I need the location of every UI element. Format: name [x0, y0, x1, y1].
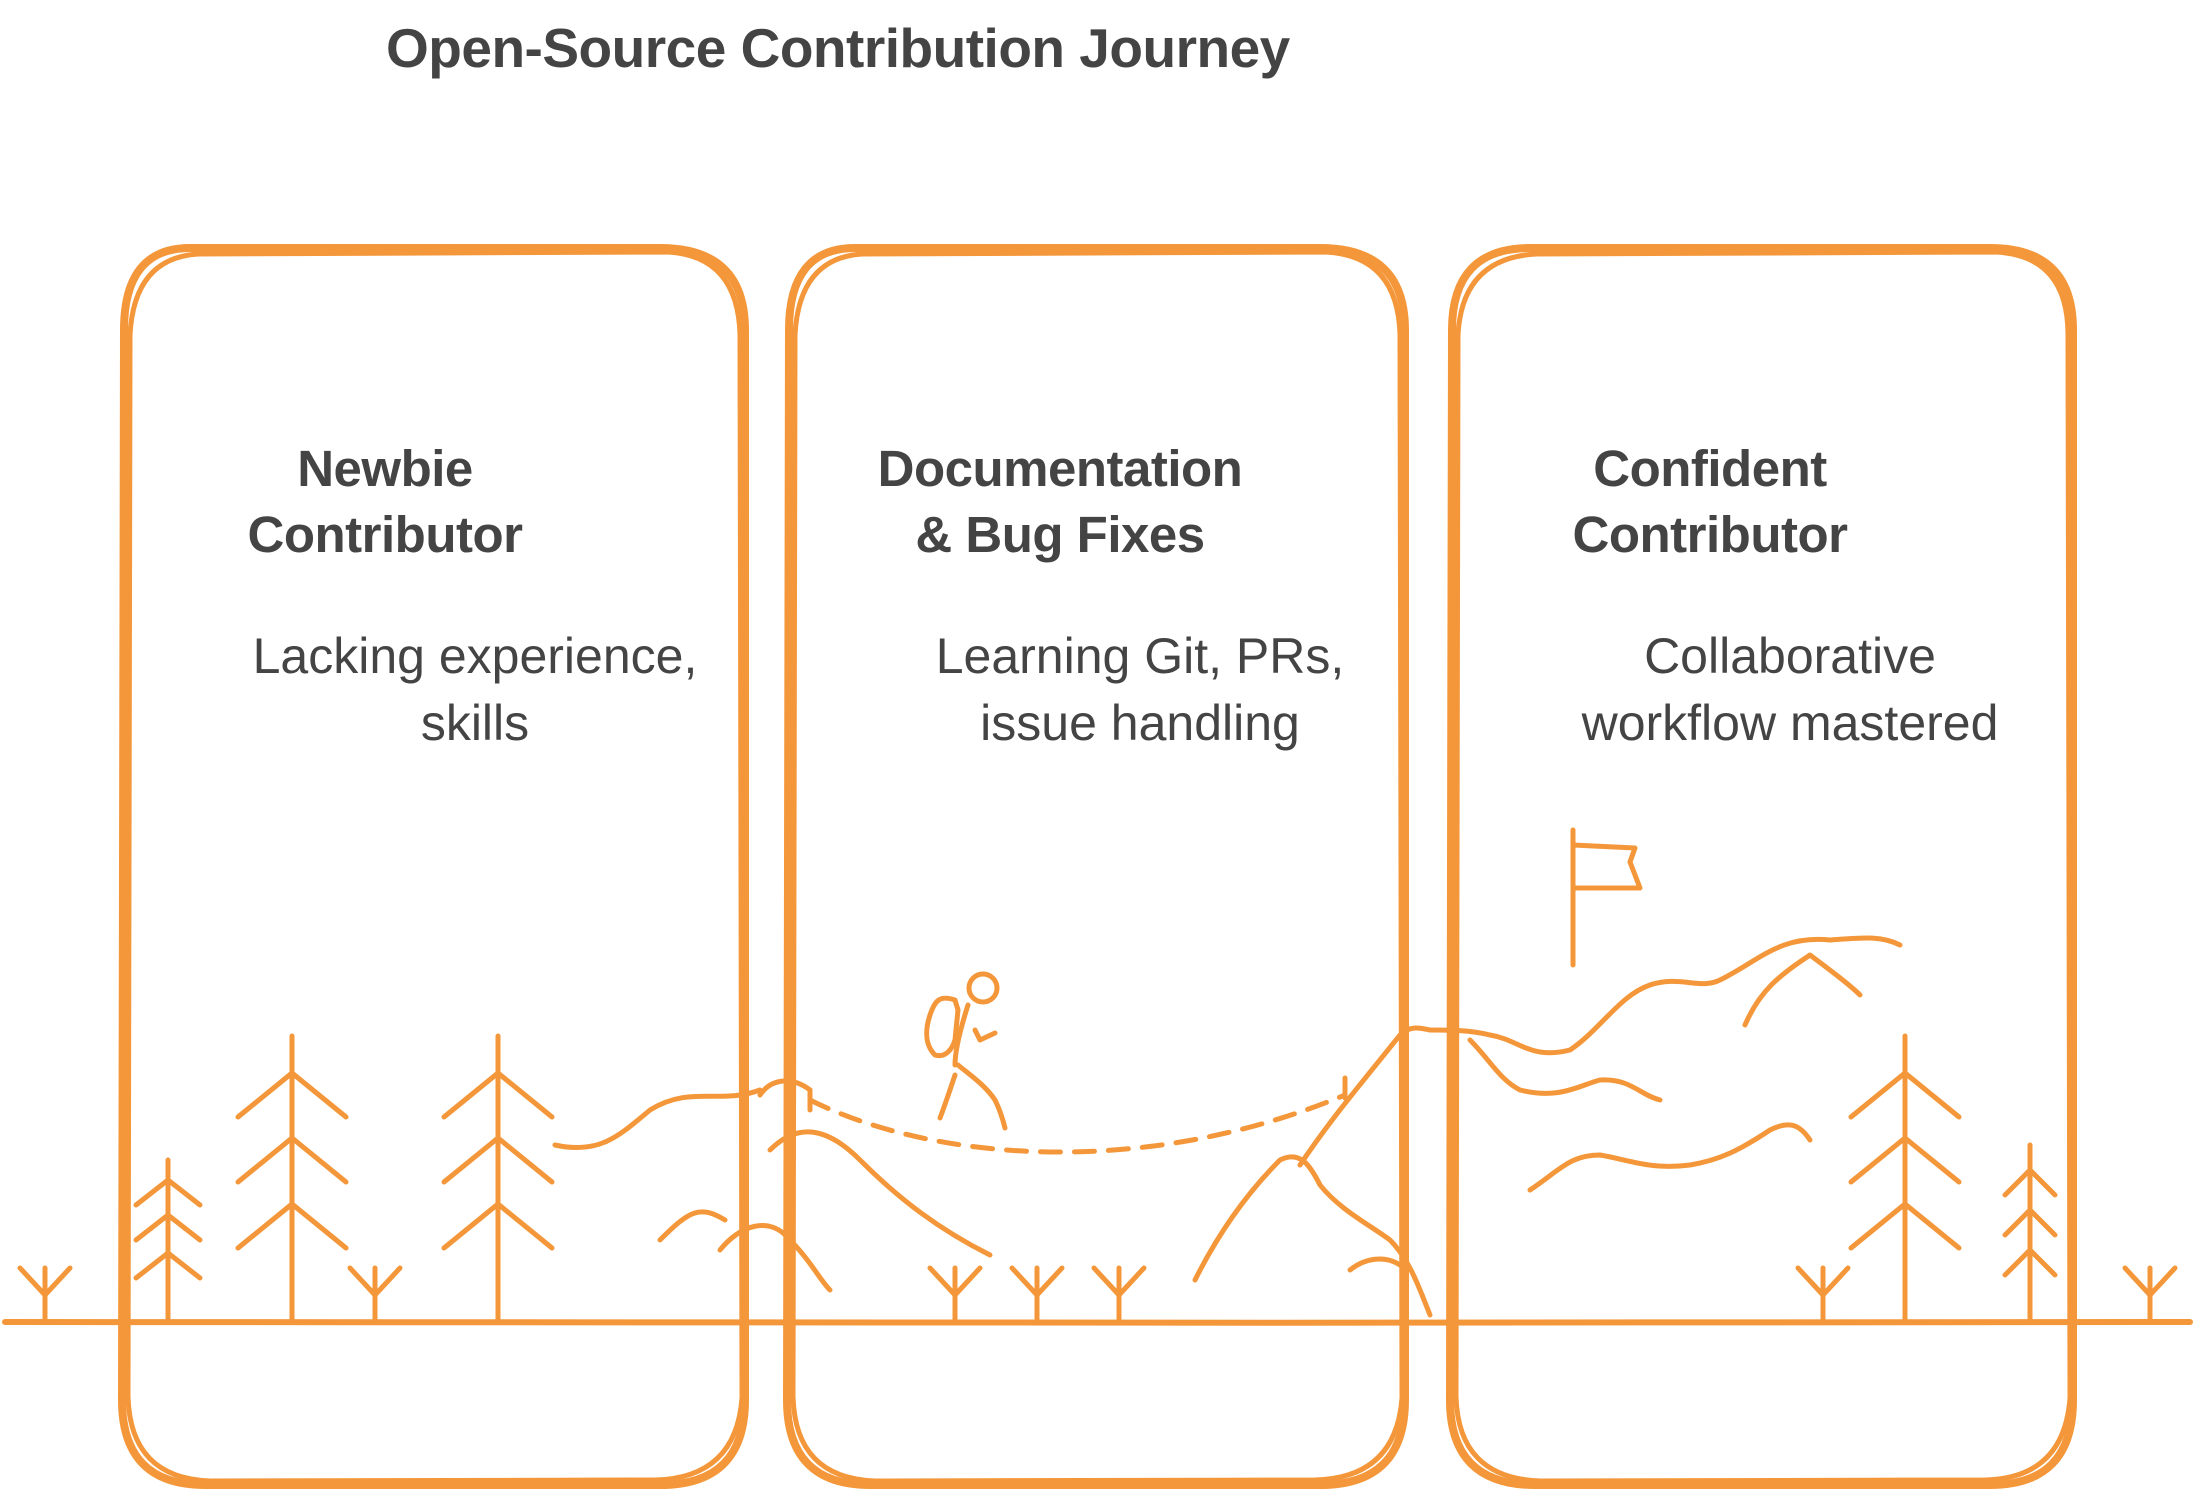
grass-sprout-icon	[1091, 1265, 1147, 1323]
stage-2-description: Learning Git, PRs, issue handling	[900, 623, 1380, 757]
flag-icon	[1570, 827, 1643, 968]
grass-sprout-icon	[927, 1265, 983, 1323]
grass-sprout-icon	[17, 1265, 73, 1323]
pine-tree-icon	[1848, 1033, 1962, 1323]
diagram-title: Open-Source Contribution Journey	[386, 17, 1290, 79]
ground-line	[2, 1318, 2193, 1326]
grass-sprout-icon	[347, 1265, 403, 1323]
stage-3-description-line-2: workflow mastered	[1581, 695, 1999, 751]
stage-3-title-line-2: Contributor	[1572, 506, 1848, 563]
stage-3-title-line-1: Confident	[1593, 440, 1827, 497]
stage-panel-2	[783, 244, 1409, 1489]
stage-panel-1	[118, 244, 749, 1489]
pine-tree-icon	[235, 1033, 349, 1323]
stage-3-description: Collaborative workflow mastered	[1520, 623, 2060, 757]
stage-2-description-line-2: issue handling	[980, 695, 1300, 751]
stage-1-description-line-2: skills	[420, 695, 530, 751]
stage-1-description: Lacking experience, skills	[215, 623, 735, 757]
stage-3-description-line-1: Collaborative	[1644, 628, 1936, 684]
hill-icon	[552, 1078, 993, 1293]
stage-2-title-line-1: Documentation	[877, 440, 1243, 497]
stage-2-title-line-2: & Bug Fixes	[915, 506, 1205, 563]
mountain-peak-icon	[1192, 1025, 1433, 1318]
grass-sprout-icon	[2122, 1265, 2178, 1323]
pine-tree-icon	[441, 1033, 555, 1323]
stage-1-title: Newbie Contributor	[185, 436, 585, 568]
stage-2-title: Documentation & Bug Fixes	[840, 436, 1280, 568]
stage-1-title-line-2: Contributor	[247, 506, 523, 563]
stage-2-description-line-1: Learning Git, PRs,	[935, 628, 1345, 684]
grass-sprout-icon	[1009, 1265, 1065, 1323]
rope-bridge-icon	[807, 1075, 1348, 1155]
pine-tree-icon	[2002, 1142, 2058, 1323]
pine-tree-icon	[133, 1157, 203, 1323]
hill-icon	[1427, 935, 1903, 1193]
grass-sprout-icon	[1795, 1265, 1851, 1323]
hiker-icon	[924, 971, 1008, 1131]
stage-3-title: Confident Contributor	[1510, 436, 1910, 568]
stage-1-description-line-1: Lacking experience,	[252, 628, 698, 684]
stage-1-title-line-1: Newbie	[297, 440, 473, 497]
stage-panel-3	[1446, 244, 2077, 1489]
